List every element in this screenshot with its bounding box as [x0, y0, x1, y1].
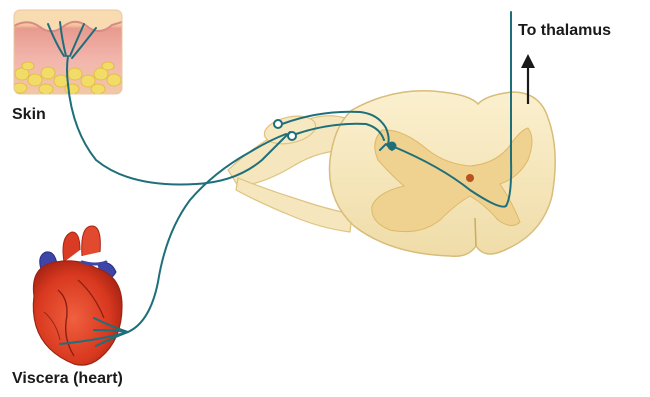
skin-neuron-cell-body [274, 120, 282, 128]
visceral-neuron-cell-body [288, 132, 296, 140]
heart-illustration [33, 226, 122, 365]
skin-label: Skin [12, 106, 46, 124]
to-thalamus-label: To thalamus [518, 22, 611, 40]
central-canal [466, 174, 474, 182]
viscera-label: Viscera (heart) [12, 370, 123, 388]
spinal-cord [228, 91, 555, 256]
